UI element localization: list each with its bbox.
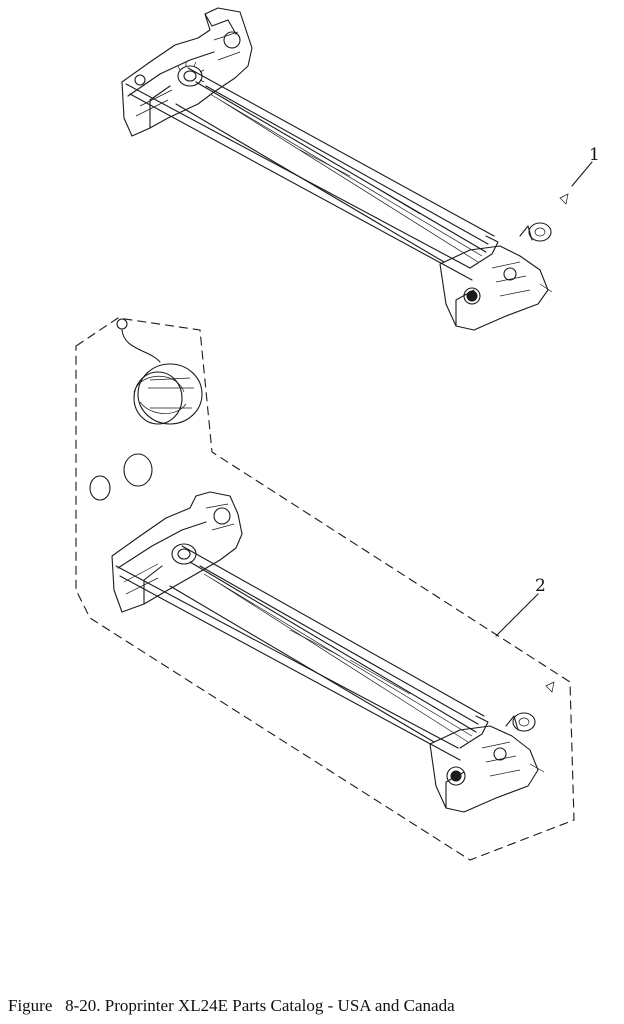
platen-assembly-2 — [89, 318, 555, 813]
left-side-frame-1 — [121, 7, 253, 137]
left-side-frame-2 — [111, 491, 243, 613]
platen-rails-2 — [115, 545, 489, 761]
exploded-parts-1 — [519, 193, 569, 242]
callout-number-2: 2 — [535, 576, 546, 596]
figure-caption: Figure 8-20. Proprinter XL24E Parts Cata… — [8, 996, 455, 1015]
callout-number-1: 1 — [589, 145, 600, 165]
right-side-frame-1 — [439, 245, 553, 331]
leader-line-2 — [495, 593, 539, 637]
gear-1 — [177, 61, 205, 87]
kit-outline-2 — [75, 317, 575, 861]
leader-line-1 — [571, 161, 593, 187]
knob-assembly-2 — [116, 318, 203, 425]
right-side-frame-2 — [429, 725, 545, 813]
exploded-parts-2 — [505, 681, 555, 732]
platen-assembly-1 — [121, 7, 593, 331]
platen-rails-1 — [125, 67, 499, 281]
washers-2 — [89, 453, 153, 501]
